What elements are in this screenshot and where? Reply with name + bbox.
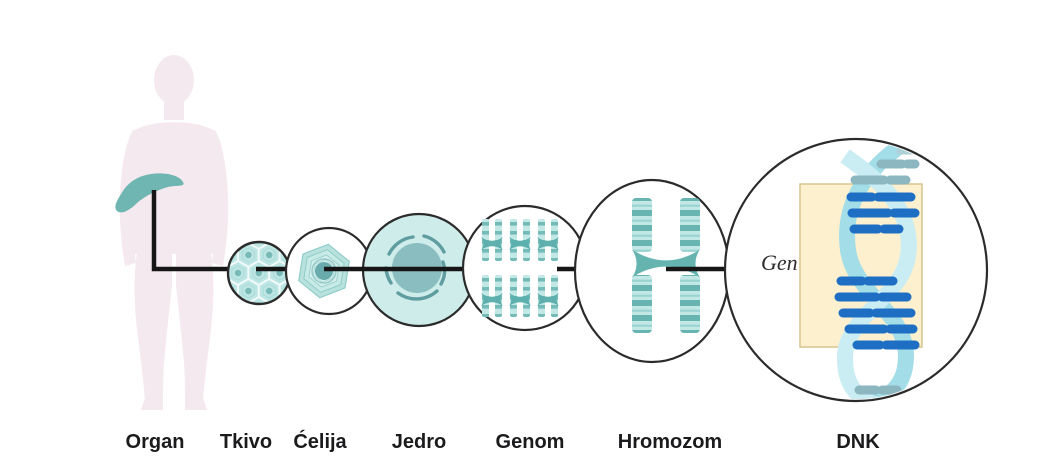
chromosome-icon [632, 198, 700, 333]
tissue-hexcells-icon [228, 242, 290, 304]
chromosome-circle [573, 178, 731, 364]
stage-label-hromozom: Hromozom [617, 431, 723, 453]
stage-label-genom: Genom [495, 431, 565, 453]
dna-circle [723, 137, 989, 403]
human-silhouette [119, 55, 229, 410]
stage-label-dnk: DNK [836, 431, 880, 453]
stage-label-jedro: Jedro [391, 431, 447, 453]
stage-label-tkivo: Tkivo [219, 431, 273, 453]
stage-label-organ: Organ [125, 431, 185, 453]
liver-organ-icon [115, 173, 184, 213]
base-pairs-blue [834, 192, 920, 350]
gene-label: Gen [761, 250, 798, 275]
stage-label-celija: Ćelija [293, 431, 347, 453]
tissue-circle [226, 240, 292, 306]
connector-line-organ [151, 190, 230, 272]
